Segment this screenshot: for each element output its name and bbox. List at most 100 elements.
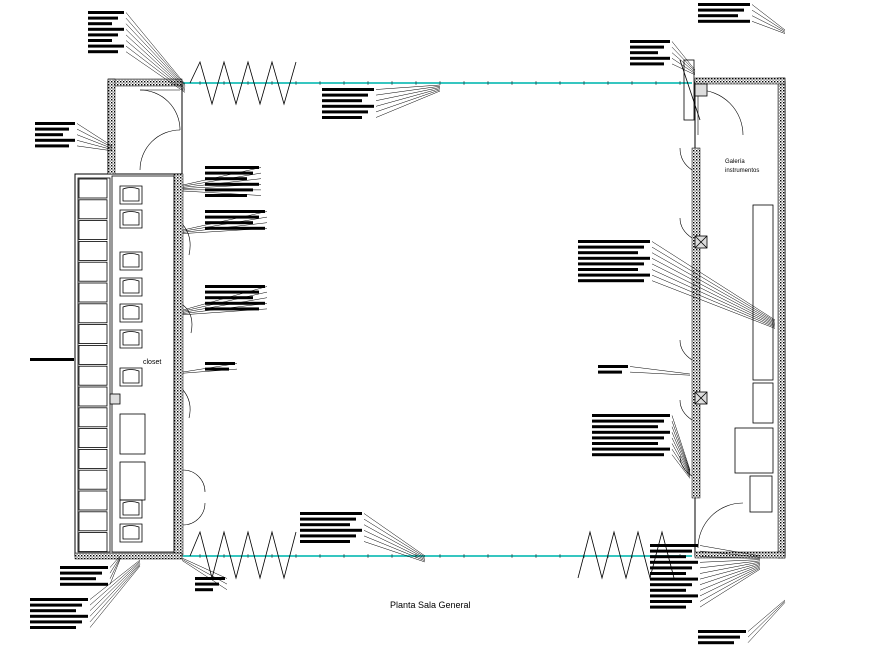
annotation-label [578, 240, 650, 243]
annotation-label [35, 133, 63, 137]
annotation-label [698, 641, 734, 645]
annotation-leader [699, 561, 761, 574]
annotation-label [300, 528, 362, 532]
annotation-leader [109, 557, 121, 574]
locker-unit [78, 407, 108, 428]
locker-unit [78, 469, 108, 490]
annotation-label [300, 540, 350, 543]
annotation-leader [629, 366, 691, 375]
annotation-leader [109, 558, 121, 579]
annotation-label [630, 45, 664, 49]
annotation-leader [89, 565, 141, 628]
seat-fixture [119, 277, 143, 297]
annotation-leader [363, 518, 426, 558]
annotation-label [592, 447, 670, 451]
annotation-leader [76, 128, 113, 148]
annotation-label [322, 93, 368, 97]
annotation-label [650, 549, 692, 553]
locker-unit [78, 365, 108, 386]
annotation-label [88, 50, 118, 54]
annotation-leader [182, 211, 268, 231]
annotation-label [88, 22, 112, 26]
annotation-leader [125, 34, 186, 89]
annotation-label [592, 442, 658, 445]
annotation-leader [651, 258, 776, 324]
annotation-label [698, 14, 738, 18]
annotation-label [205, 194, 247, 197]
annotation-label [650, 555, 686, 559]
annotation-label [205, 221, 253, 225]
annotation-leader [363, 524, 426, 559]
drawing-title: Planta Sala General [390, 600, 471, 610]
annotation-label [205, 177, 247, 181]
annotation-label [592, 425, 658, 429]
annotation-leader [671, 46, 696, 72]
annotation-label [300, 517, 356, 521]
annotation-leader [747, 601, 786, 638]
annotation-label [650, 572, 686, 575]
annotation-label [30, 626, 76, 629]
annotation-label [698, 19, 750, 23]
locker-unit [78, 448, 108, 469]
annotation-label [578, 262, 644, 266]
right-room-label-line2: instrumentos [725, 168, 759, 174]
annotation-label [578, 256, 650, 260]
annotation-leader [363, 530, 426, 560]
annotation-label [650, 588, 686, 592]
annotation-leader [89, 559, 141, 600]
annotation-leader [671, 448, 691, 478]
annotation-leader [89, 564, 141, 623]
left-room-label: closet [143, 359, 161, 366]
annotation-label [30, 603, 82, 607]
locker-unit [78, 490, 108, 511]
annotation-leader [671, 432, 691, 474]
annotation-leader [747, 602, 786, 643]
annotation-leader [89, 561, 141, 606]
annotation-leader [671, 443, 691, 477]
annotation-label [60, 577, 96, 581]
annotation-label [650, 566, 692, 570]
annotation-label [578, 273, 650, 277]
annotation-leader [651, 246, 776, 322]
annotation-leader [699, 567, 761, 602]
locker-unit [78, 324, 108, 345]
annotation-label [698, 635, 740, 639]
annotation-label [35, 127, 69, 131]
annotation-leader [651, 252, 776, 323]
annotation-leader [699, 560, 761, 569]
locker-unit [78, 240, 108, 261]
seat-fixture [119, 303, 143, 323]
annotation-label [650, 544, 698, 547]
annotation-leader [76, 123, 113, 147]
annotation-label [322, 110, 368, 114]
annotation-label [205, 307, 259, 311]
annotation-leader [671, 63, 696, 76]
annotation-leader [182, 190, 262, 196]
annotation-leader [699, 550, 761, 558]
annotation-leader [375, 87, 441, 101]
annotation-leader [125, 51, 186, 93]
annotation-leader [181, 557, 228, 579]
counter-fixture [119, 461, 146, 501]
locker-unit [78, 344, 108, 365]
annotation-leader [671, 421, 691, 472]
annotation-label [630, 62, 664, 66]
annotation-leader [125, 45, 186, 92]
annotation-leader [651, 280, 776, 329]
annotation-leader [375, 85, 441, 96]
annotation-label [205, 215, 259, 219]
annotation-label [205, 285, 265, 288]
annotation-leader [375, 90, 441, 118]
locker-unit [78, 261, 108, 282]
counter-fixture [119, 413, 146, 455]
annotation-leader [125, 17, 186, 86]
annotation-leader [375, 84, 441, 90]
annotation-leader [363, 541, 426, 563]
locker-unit [78, 511, 108, 532]
annotation-leader [629, 371, 691, 376]
annotation-label [30, 620, 82, 624]
annotation-label [598, 370, 622, 374]
annotation-label [88, 16, 118, 20]
annotation-leader [651, 241, 776, 321]
